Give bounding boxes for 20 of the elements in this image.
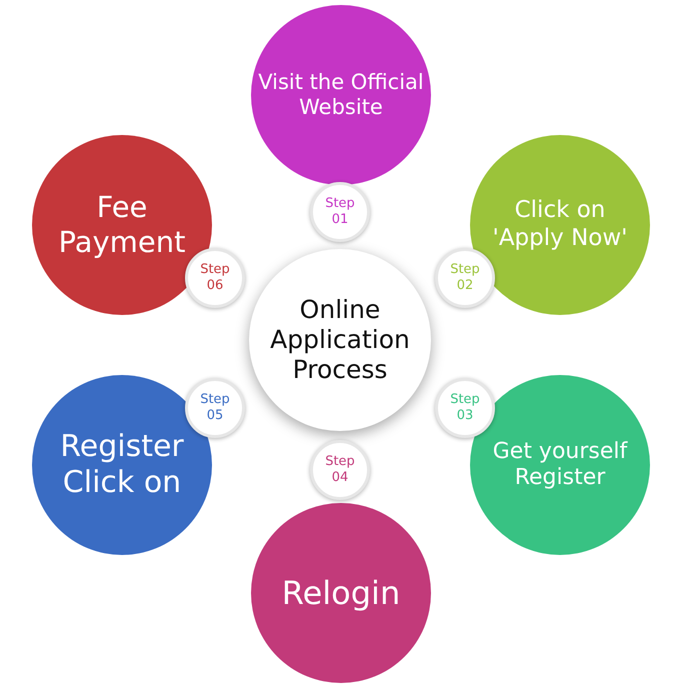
step-number: Step 02 (449, 262, 481, 294)
step-number: Step 06 (199, 262, 231, 294)
step-label: Click on 'Apply Now' (492, 197, 628, 253)
step-label: Fee Payment (58, 190, 186, 260)
center-title: Online Application Process (269, 295, 411, 385)
step-number: Step 01 (324, 196, 356, 228)
step-number: Step 05 (199, 392, 231, 424)
step-badge (310, 182, 370, 242)
step-number: Step 03 (449, 392, 481, 424)
step-label: Register Click on (59, 429, 185, 501)
step-badge (310, 440, 370, 500)
step-number: Step 04 (324, 454, 356, 486)
step-label: Get yourself Register (492, 438, 629, 492)
step-badge (435, 248, 495, 308)
center-circle (249, 249, 431, 431)
step-badge (435, 378, 495, 438)
step-badge (185, 248, 245, 308)
step-label: Visit the Official Website (257, 70, 425, 120)
step-label: Relogin (280, 574, 402, 612)
step-badge (185, 378, 245, 438)
